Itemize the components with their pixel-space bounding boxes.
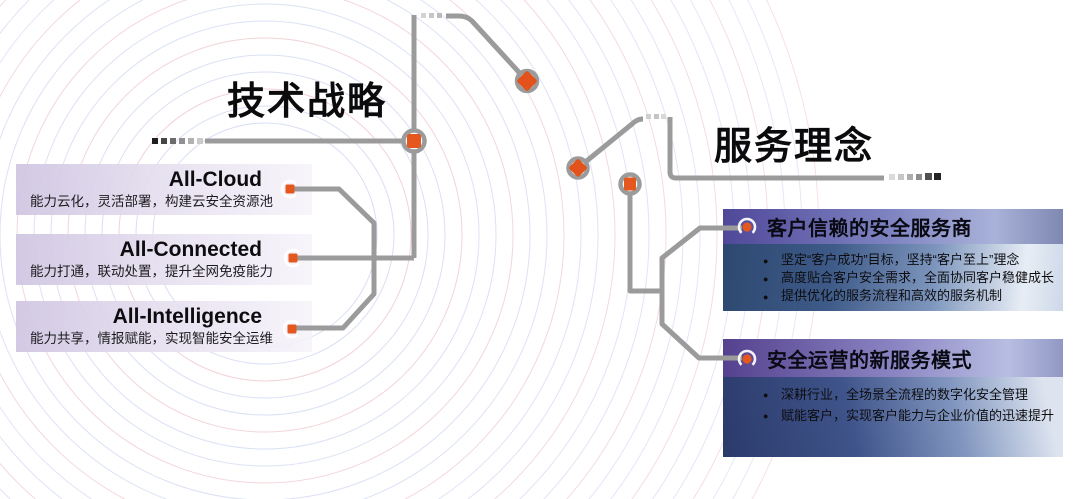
- top-branch-line: [446, 13, 529, 83]
- card-title: All-Cloud: [168, 168, 262, 191]
- bullet-item: 坚定“客户成功”目标，坚持“客户至上”理念: [763, 251, 1055, 270]
- dash: [654, 114, 659, 119]
- card-description: 能力打通，联动处置，提升全网免疫能力: [30, 264, 273, 279]
- square-node-icon: [407, 134, 421, 148]
- strategy-card-all-cloud: All-Cloud 能力云化，灵活部署，构建云安全资源池: [16, 164, 312, 215]
- right-section-title: 服务理念: [714, 126, 875, 168]
- dash: [429, 13, 434, 18]
- card-title: All-Connected: [119, 238, 262, 261]
- right-diagonal-line: [576, 116, 644, 170]
- bullet-item: 提供优化的服务流程和高效的服务机制: [763, 287, 1055, 306]
- left-section-title: 技术战略: [227, 81, 388, 123]
- diamond-node-icon: [569, 159, 587, 177]
- dash: [916, 174, 922, 180]
- junction-nodes: [401, 68, 642, 196]
- dash: [907, 174, 913, 180]
- panel-body: 坚定“客户成功”目标，坚持“客户至上”理念 高度贴合客户安全需求，全面协同客户稳…: [723, 244, 1063, 311]
- dash: [197, 138, 203, 144]
- card-title: All-Intelligence: [112, 305, 262, 328]
- panel-title: 安全运营的新服务模式: [723, 339, 1063, 377]
- node-ring: [566, 156, 590, 180]
- node-ring: [401, 128, 427, 154]
- bullet-item: 赋能客户，实现客户能力与企业价值的迅速提升: [763, 405, 1055, 427]
- dash: [437, 13, 442, 18]
- right-stem-line: [627, 186, 662, 294]
- bullet-list: 深耕行业，全场景全流程的数字化安全管理 赋能客户，实现客户能力与企业价值的迅速提…: [723, 377, 1063, 427]
- dash: [161, 138, 167, 144]
- dash: [898, 174, 904, 180]
- square-node-icon: [624, 177, 636, 191]
- diamond-node-icon: [517, 71, 537, 91]
- strategy-card-all-intelligence: All-Intelligence 能力共享，情报赋能，实现智能安全运维: [16, 301, 312, 352]
- dash: [661, 114, 666, 119]
- dash: [179, 138, 185, 144]
- panel-body: 深耕行业，全场景全流程的数字化安全管理 赋能客户，实现客户能力与企业价值的迅速提…: [723, 377, 1063, 457]
- dash: [188, 138, 194, 144]
- bullet-item: 高度贴合客户安全需求，全面协同客户稳健成长: [763, 269, 1055, 288]
- strategy-card-all-connected: All-Connected 能力打通，联动处置，提升全网免疫能力: [16, 234, 312, 285]
- service-panel-new-service-model: 安全运营的新服务模式 深耕行业，全场景全流程的数字化安全管理 赋能客户，实现客户…: [723, 339, 1063, 457]
- card-description: 能力共享，情报赋能，实现智能安全运维: [30, 331, 273, 346]
- dash: [889, 174, 895, 180]
- service-panel-trusted-provider: 客户信赖的安全服务商 坚定“客户成功”目标，坚持“客户至上”理念 高度贴合客户安…: [723, 209, 1063, 311]
- card-description: 能力云化，灵活部署，构建云安全资源池: [30, 194, 273, 209]
- bullet-item: 深耕行业，全场景全流程的数字化安全管理: [763, 384, 1055, 406]
- bullet-list: 坚定“客户成功”目标，坚持“客户至上”理念 高度贴合客户安全需求，全面协同客户稳…: [723, 244, 1063, 306]
- panel-title: 客户信赖的安全服务商: [723, 209, 1063, 244]
- node-ring: [514, 68, 540, 94]
- dash: [934, 173, 941, 180]
- dash: [646, 114, 651, 119]
- dash: [925, 173, 932, 180]
- dash: [152, 138, 158, 144]
- node-ring: [618, 172, 642, 196]
- dash: [421, 13, 426, 18]
- dash: [170, 138, 176, 144]
